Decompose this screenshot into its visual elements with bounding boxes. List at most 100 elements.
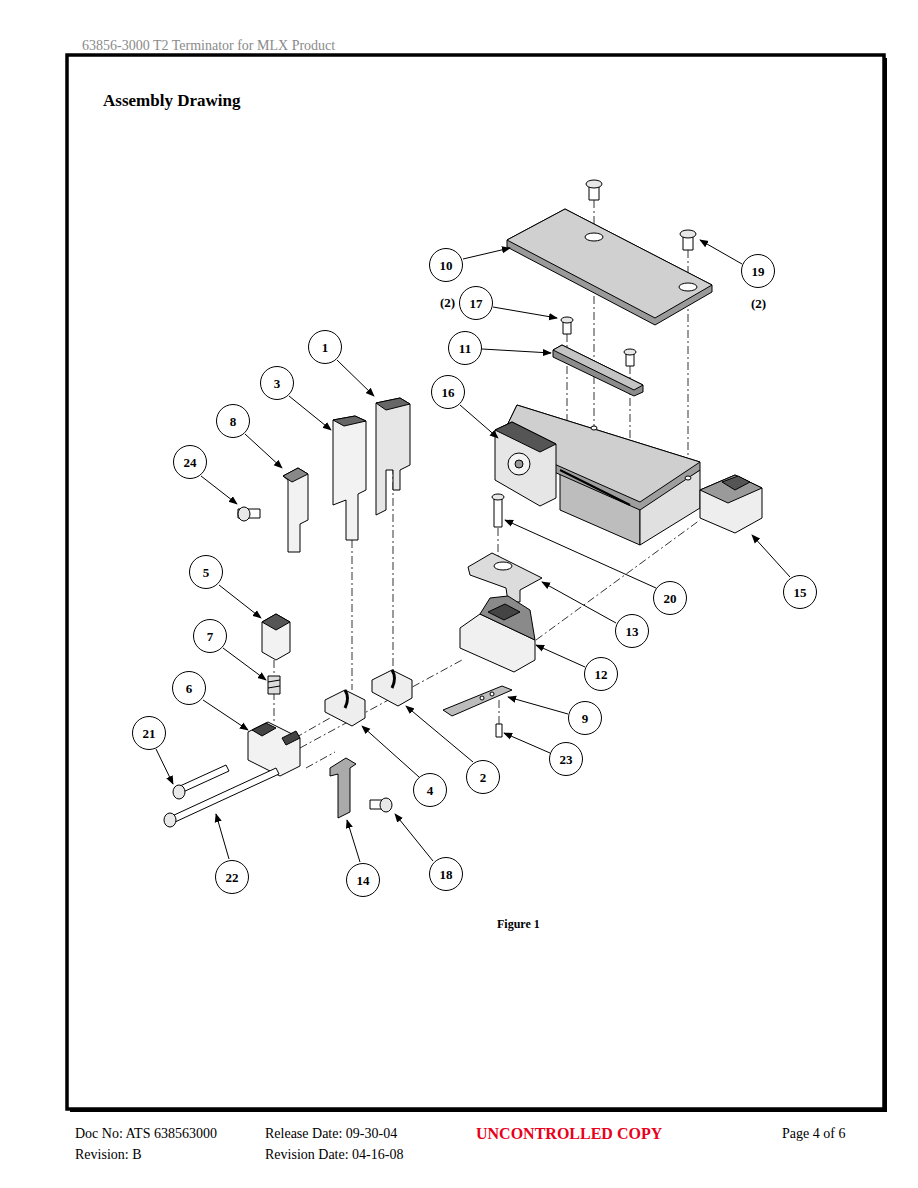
screw-head bbox=[380, 798, 392, 812]
page-border bbox=[67, 55, 884, 1109]
leader-line bbox=[752, 535, 790, 577]
quantity-note: (2) bbox=[440, 296, 455, 310]
anvil-edge bbox=[345, 690, 348, 708]
callout-number: 6 bbox=[172, 671, 206, 705]
screw-head bbox=[586, 180, 602, 188]
callout-number: 8 bbox=[216, 404, 250, 438]
callout-text: 21 bbox=[143, 727, 156, 740]
border-shadow bbox=[885, 58, 887, 1112]
leader-line bbox=[223, 648, 266, 680]
holder-block-top bbox=[252, 723, 276, 736]
center-line bbox=[498, 528, 499, 556]
callout-text: 12 bbox=[595, 668, 608, 681]
callout-number: 5 bbox=[189, 555, 223, 589]
leader-line bbox=[289, 396, 331, 430]
callout-number: 21 bbox=[132, 716, 166, 750]
callout-number: 1 bbox=[308, 330, 342, 364]
screw bbox=[494, 499, 502, 527]
hole bbox=[685, 476, 691, 480]
screw-head bbox=[624, 349, 636, 355]
center-line bbox=[300, 660, 462, 748]
parts bbox=[164, 180, 762, 827]
hole bbox=[490, 692, 494, 696]
callout-text: 6 bbox=[186, 682, 193, 695]
callout-number: 9 bbox=[568, 701, 602, 735]
callout-number: 2 bbox=[466, 760, 500, 794]
callout-text: 10 bbox=[440, 259, 453, 272]
leader-lines bbox=[156, 240, 790, 862]
callout-text: 19 bbox=[752, 265, 765, 278]
callout-text: 17 bbox=[470, 297, 483, 310]
end-block-top bbox=[495, 422, 556, 452]
leader-line bbox=[245, 434, 282, 468]
screw-head bbox=[238, 507, 250, 521]
page-header: 63856-3000 T2 Terminator for MLX Product bbox=[82, 38, 335, 53]
stop-plate bbox=[330, 758, 356, 818]
hole bbox=[480, 696, 484, 700]
center-line bbox=[499, 700, 500, 724]
leader-line bbox=[536, 645, 585, 667]
screw bbox=[626, 354, 634, 366]
callout-text: 4 bbox=[427, 784, 434, 797]
punch-blade-top bbox=[376, 398, 410, 410]
callout-text: 15 bbox=[794, 586, 807, 599]
pin bbox=[496, 724, 502, 737]
callout-text: 24 bbox=[184, 456, 197, 469]
center-line bbox=[352, 540, 353, 690]
latch-top bbox=[262, 614, 290, 630]
screw-head bbox=[173, 785, 185, 799]
slot bbox=[494, 562, 512, 570]
leader-line bbox=[700, 240, 742, 264]
leader-line bbox=[219, 585, 261, 618]
leader-line bbox=[504, 733, 550, 753]
spring-strip bbox=[443, 686, 512, 716]
slot bbox=[585, 233, 603, 241]
callout-number: 3 bbox=[260, 366, 294, 400]
figure-caption: Figure 1 bbox=[497, 918, 540, 931]
callout-text: 1 bbox=[322, 341, 329, 354]
callout-number: 10 bbox=[429, 248, 463, 282]
punch-blade bbox=[376, 398, 410, 515]
page-number: Page 4 of 6 bbox=[782, 1126, 845, 1141]
leader-line bbox=[406, 706, 473, 762]
leader-line bbox=[460, 405, 498, 438]
leader-line bbox=[508, 697, 568, 714]
roller bbox=[508, 453, 530, 475]
carrier-block-groove bbox=[488, 604, 520, 620]
screw bbox=[563, 322, 571, 334]
callout-number: 15 bbox=[783, 575, 817, 609]
slot bbox=[679, 283, 697, 291]
base-groove bbox=[560, 470, 630, 505]
cover-plate-side bbox=[507, 209, 712, 325]
holder-block-top bbox=[282, 731, 300, 745]
callout-number: 17 bbox=[459, 286, 493, 320]
leader-line bbox=[203, 700, 248, 730]
callout-text: 9 bbox=[582, 712, 589, 725]
callout-number: 18 bbox=[429, 857, 463, 891]
cover-plate bbox=[507, 209, 712, 318]
callout-text: 18 bbox=[440, 868, 453, 881]
center-line bbox=[295, 718, 330, 738]
spring-coil bbox=[268, 680, 280, 682]
drawing-title: Assembly Drawing bbox=[103, 92, 240, 111]
revision-date: Revision Date: 04-16-08 bbox=[265, 1147, 403, 1162]
clamp-strip-top bbox=[553, 345, 643, 390]
callout-number: 7 bbox=[193, 619, 227, 653]
release-date: Release Date: 09-30-04 bbox=[265, 1126, 397, 1141]
anvil bbox=[325, 690, 365, 726]
leader-line bbox=[362, 726, 419, 777]
carrier-block-top bbox=[480, 596, 535, 640]
leader-line bbox=[505, 520, 656, 588]
hole bbox=[591, 426, 597, 430]
callout-text: 13 bbox=[626, 625, 639, 638]
callout-number: 12 bbox=[584, 657, 618, 691]
callout-text: 8 bbox=[230, 415, 237, 428]
callout-text: 20 bbox=[664, 592, 677, 605]
callout-number: 19 bbox=[741, 254, 775, 288]
anvil-edge bbox=[392, 670, 395, 688]
callout-text: 2 bbox=[480, 771, 487, 784]
leader-line bbox=[482, 349, 551, 353]
punch-blade bbox=[333, 416, 366, 540]
